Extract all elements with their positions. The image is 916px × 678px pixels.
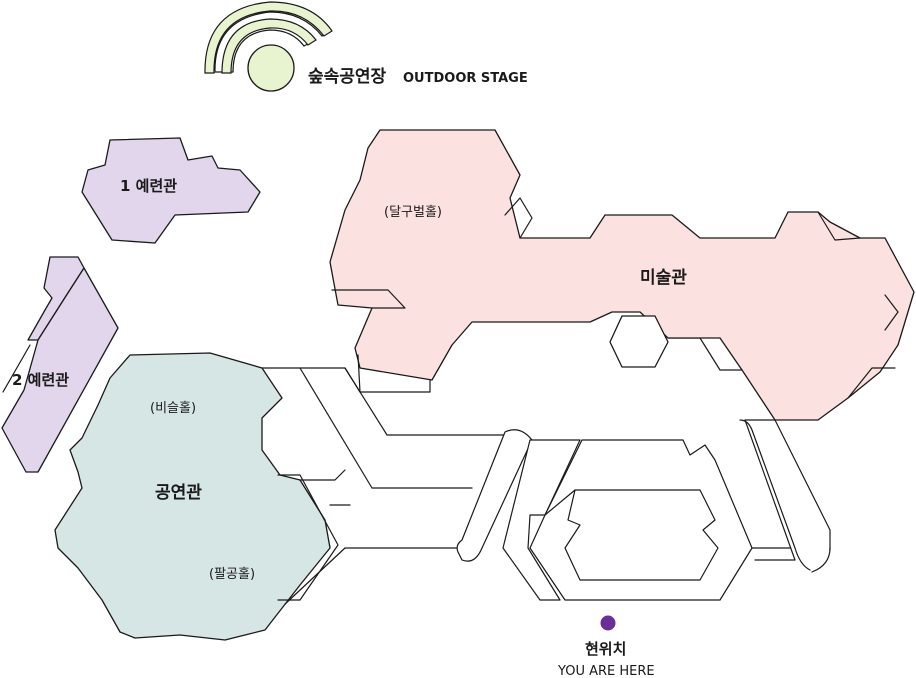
performance-hall-building[interactable] [54,352,339,641]
art-museum-building[interactable] [329,129,915,421]
yeryeon-hall-2-label: 2 예련관 [12,371,69,389]
yeryeon-hall-2-building[interactable] [1,256,119,473]
palgong-hall-label: (팔공홀) [209,567,255,582]
central-atrium [456,419,831,601]
you-are-here-label-ko: 현위치 [585,640,626,658]
outdoor-stage-label-en: OUTDOOR STAGE [403,71,528,86]
art-museum-label: 미술관 [640,268,687,288]
you-are-here-label-en: YOU ARE HERE [557,664,655,678]
biseul-hall-label: (비슬홀) [150,401,196,416]
yeryeon-hall-1-label: 1 예련관 [120,177,177,195]
outdoor-stage-circle [247,44,295,92]
yeryeon-hall-1-building[interactable] [81,137,261,244]
dalgubeol-hall-label: (달구벌홀) [384,205,442,220]
you-are-here-marker [600,615,616,631]
performance-hall-label: 공연관 [155,483,202,503]
outdoor-stage[interactable] [204,1,333,92]
hexagon-pavilion [609,315,669,368]
outdoor-stage-label-ko: 숲속공연장 [308,67,387,87]
outdoor-stage-arcs [204,1,333,74]
